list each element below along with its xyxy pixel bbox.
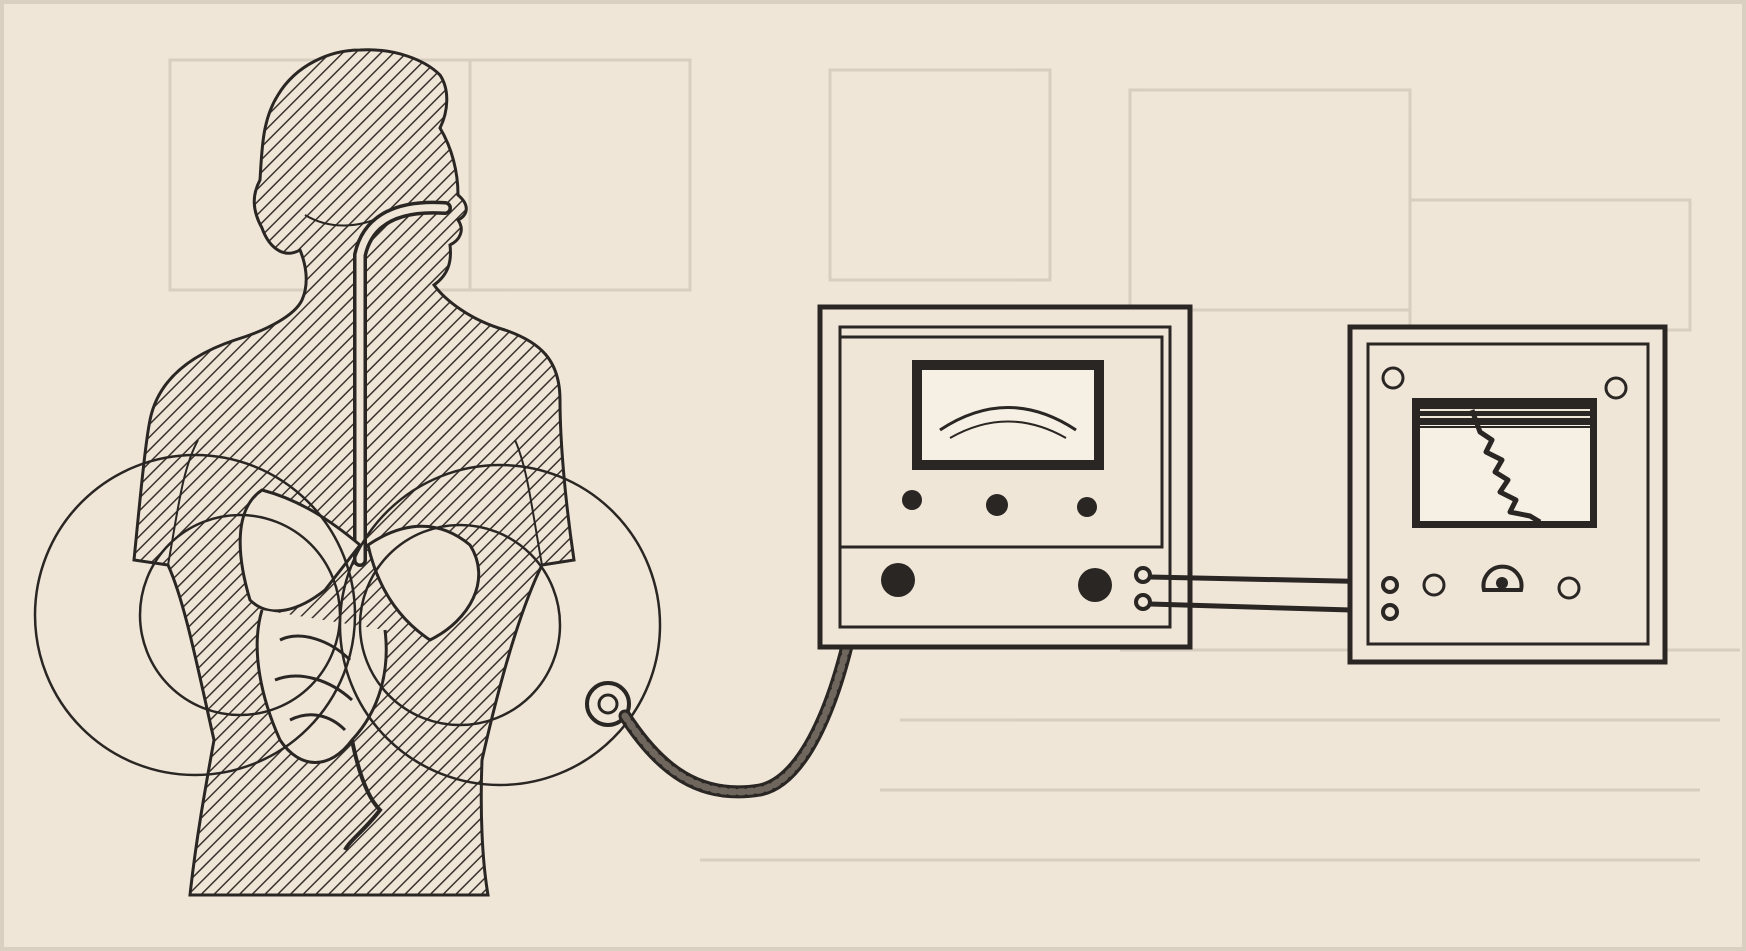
amplifier-unit xyxy=(820,307,1190,647)
recorded-trace xyxy=(1412,398,1597,528)
recorder-unit xyxy=(1350,327,1665,662)
meter-display xyxy=(912,360,1104,470)
